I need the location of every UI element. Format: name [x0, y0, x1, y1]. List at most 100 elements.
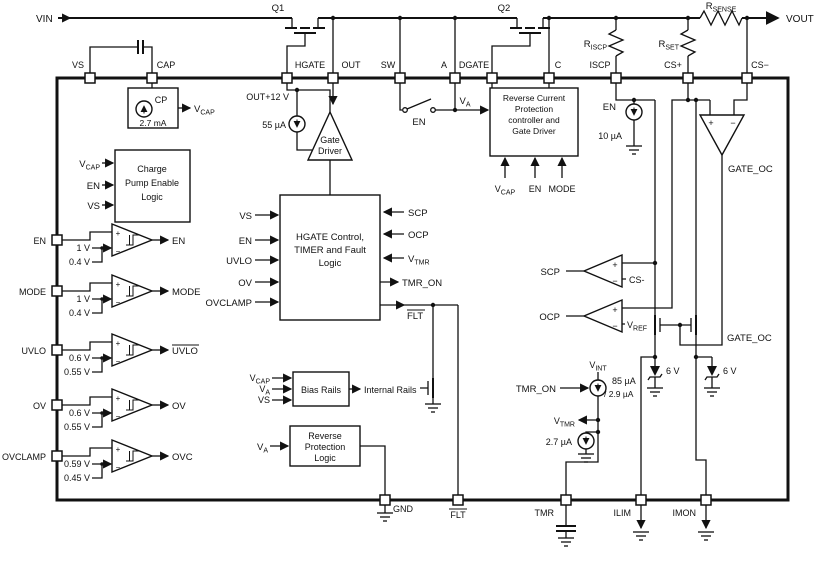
en-comp-out: EN — [172, 236, 185, 247]
ov-comp-out: OV — [172, 401, 186, 412]
pin-label-ovclamp: OVCLAMP — [2, 452, 46, 462]
mode-comparator: 1 V 0.4 V MODE — [62, 274, 201, 318]
pin-en — [51, 234, 63, 246]
vin-label: VIN — [36, 14, 53, 25]
pin-label-gnd: GND — [393, 504, 414, 514]
cpel-line1: Charge — [137, 164, 167, 174]
pin-label-ilim: ILIM — [613, 508, 631, 518]
pin-flt — [452, 494, 464, 506]
pin-gnd — [379, 494, 391, 506]
rcp-in-en: EN — [529, 184, 542, 194]
hgate-control-block — [279, 194, 381, 321]
rset-label: RSET — [659, 39, 680, 52]
pin-mode — [51, 285, 63, 297]
hgate-in-vs: VS — [239, 211, 252, 222]
pin-ov — [51, 399, 63, 411]
rcp-in-mode: MODE — [549, 184, 576, 194]
gd-line2: Driver — [318, 146, 342, 156]
pin-label-a: A — [441, 60, 447, 70]
en-comparator: 1 V 0.4 V EN — [62, 223, 185, 267]
rpl-line1: Reverse — [308, 431, 342, 441]
pin-ilim — [635, 494, 647, 506]
pin-label-sw: SW — [381, 60, 396, 70]
pin-label-c: C — [555, 60, 562, 70]
bias-in-vcap: VCAP — [250, 373, 271, 386]
gate-driver: Gate Driver 55 µA OUT+12 V — [246, 83, 354, 195]
gd-line1: Gate — [320, 135, 340, 145]
pin-label-iscp: ISCP — [589, 60, 610, 70]
cpel-in-vs: VS — [87, 201, 100, 212]
vcap-out-label: VCAP — [194, 104, 215, 117]
junction-dots — [100, 15, 750, 466]
hgate-in-vtmr: VTMR — [408, 254, 430, 267]
ocp-comparator: + − OCP VREF — [539, 99, 710, 334]
q2-mosfet — [491, 18, 550, 73]
ocp-plus: + — [612, 305, 617, 315]
pin-hgate — [281, 72, 293, 84]
reverse-protection-logic: Reverse Protection Logic VA — [257, 425, 386, 495]
bias-in-va: VA — [259, 384, 270, 397]
ic-boundary — [55, 76, 790, 502]
cp-enable-logic: Charge Pump Enable Logic VCAP EN VS — [79, 149, 191, 223]
q2-label: Q2 — [498, 3, 511, 14]
hgate-in-ovclamp: OVCLAMP — [206, 298, 252, 309]
gate-oc-label-2: GATE_OC — [727, 333, 772, 344]
pin-uvlo — [51, 344, 63, 356]
ovc-th-low: 0.45 V — [64, 473, 90, 483]
q1-mosfet — [285, 18, 325, 73]
hgate-line1: HGATE Control, — [296, 232, 364, 243]
pin-cs-plus — [682, 72, 694, 84]
cs-amp-triangle — [698, 114, 746, 157]
cpel-in-en: EN — [87, 181, 100, 192]
uvlo-th-low: 0.55 V — [64, 367, 90, 377]
left-pins: EN MODE UVLO OV OVCLAMP — [2, 234, 63, 462]
charge-pump: CP 2.7 mA VCAP — [127, 83, 215, 129]
timer-section: VINT 85 µA / 2.9 µA TMR_ON VTMR 2.7 µA — [516, 360, 636, 495]
zener2-label: 6 V — [723, 366, 737, 376]
tmron-label: TMR_ON — [516, 384, 556, 395]
pin-cs-minus — [741, 72, 753, 84]
ovc-th-high: 0.59 V — [64, 459, 90, 469]
riscp-label: RISCP — [584, 39, 608, 52]
current-mirror: 6 V 6 V — [640, 314, 737, 495]
internal-rails-label: Internal Rails — [364, 385, 417, 395]
hgate-control: HGATE Control, TIMER and Fault Logic VS … — [206, 194, 459, 495]
scp-comparator: + − SCP CS- — [540, 100, 656, 315]
cp-current-label: 2.7 mA — [140, 118, 167, 128]
pin-label-dgate: DGATE — [459, 60, 489, 70]
pd-current-label: 2.7 µA — [546, 437, 572, 447]
cpel-line2: Pump Enable — [125, 178, 179, 188]
pin-label-vs: VS — [72, 60, 84, 70]
pin-label-ov: OV — [33, 401, 46, 411]
tmr-current-lo-label: / 2.9 µA — [604, 389, 634, 399]
scp-triangle — [582, 253, 623, 289]
ov-th-low: 0.55 V — [64, 422, 90, 432]
pin-label-uvlo: UVLO — [21, 346, 46, 356]
reverse-current-protection: Reverse Current Protection controller an… — [489, 83, 579, 197]
pin-label-hgate: HGATE — [295, 60, 325, 70]
scp-minus: − — [612, 276, 617, 286]
rcp-line2: Protection — [515, 104, 554, 114]
pin-label-cap: CAP — [157, 60, 176, 70]
scp-plus: + — [612, 260, 617, 270]
flying-capacitor — [137, 40, 144, 54]
rcp-block — [489, 87, 579, 157]
iscp-current-source: EN 10 µA — [598, 83, 655, 155]
cpel-in-vcap: VCAP — [79, 159, 100, 172]
pin-sw — [394, 72, 406, 84]
pin-c — [543, 72, 555, 84]
cap-vs-loop — [89, 40, 153, 73]
hgate-in-ocp: OCP — [408, 230, 429, 241]
bias-in-vs: VS — [258, 395, 270, 405]
hgate-out-tmron: TMR_ON — [402, 278, 442, 289]
hgate-in-en: EN — [239, 236, 252, 247]
hgate-in-scp: SCP — [408, 208, 428, 219]
en-th-low: 0.4 V — [69, 257, 90, 267]
cs-amplifier: + − GATE_OC GATE_OC — [679, 83, 773, 346]
scp-csminus-label: CS- — [629, 275, 645, 285]
bottom-externals — [376, 505, 715, 547]
bias-rails: Bias Rails VCAP VA VS Internal Rails — [250, 371, 417, 407]
pin-label-flt: FLT — [450, 510, 466, 520]
